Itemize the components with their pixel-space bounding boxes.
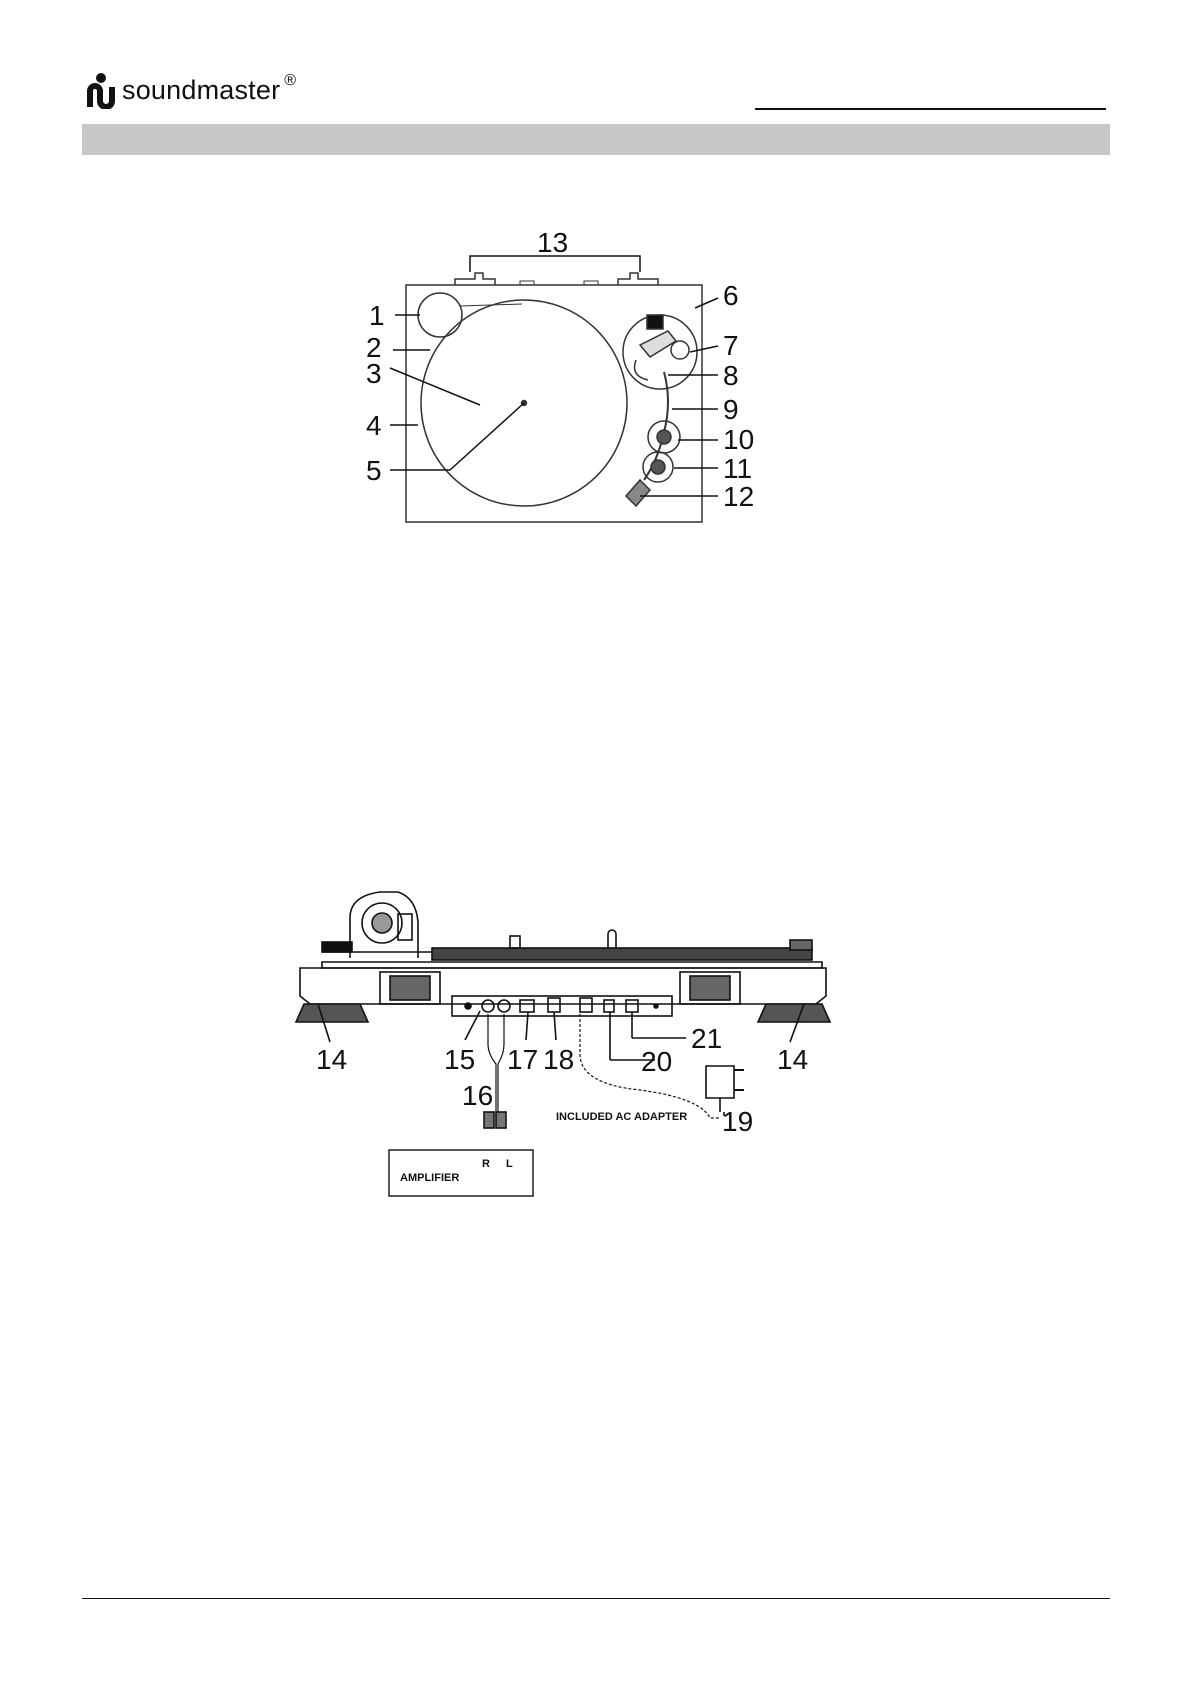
callout-16: 16 (462, 1080, 493, 1111)
amplifier-left-label: L (506, 1158, 513, 1170)
callout-20: 20 (641, 1046, 672, 1077)
callout-17: 17 (507, 1044, 538, 1075)
callout-14-right: 14 (777, 1044, 808, 1075)
foot-right (758, 1004, 830, 1022)
base-body (300, 968, 826, 1004)
platter-rim (432, 948, 812, 960)
callout-18: 18 (543, 1044, 574, 1075)
ac-adapter-label: INCLUDED AC ADAPTER (556, 1111, 687, 1123)
callout-15: 15 (444, 1044, 475, 1075)
callout-14-left: 14 (316, 1044, 347, 1075)
foot-left (296, 1004, 368, 1022)
amplifier-right-label: R (482, 1158, 490, 1170)
callout-19: 19 (722, 1106, 753, 1137)
footer-rule (82, 1598, 1110, 1599)
ac-adapter-body (706, 1066, 734, 1098)
rear-panel (452, 996, 672, 1016)
amplifier-label: AMPLIFIER (400, 1172, 459, 1184)
callout-21: 21 (691, 1023, 722, 1054)
